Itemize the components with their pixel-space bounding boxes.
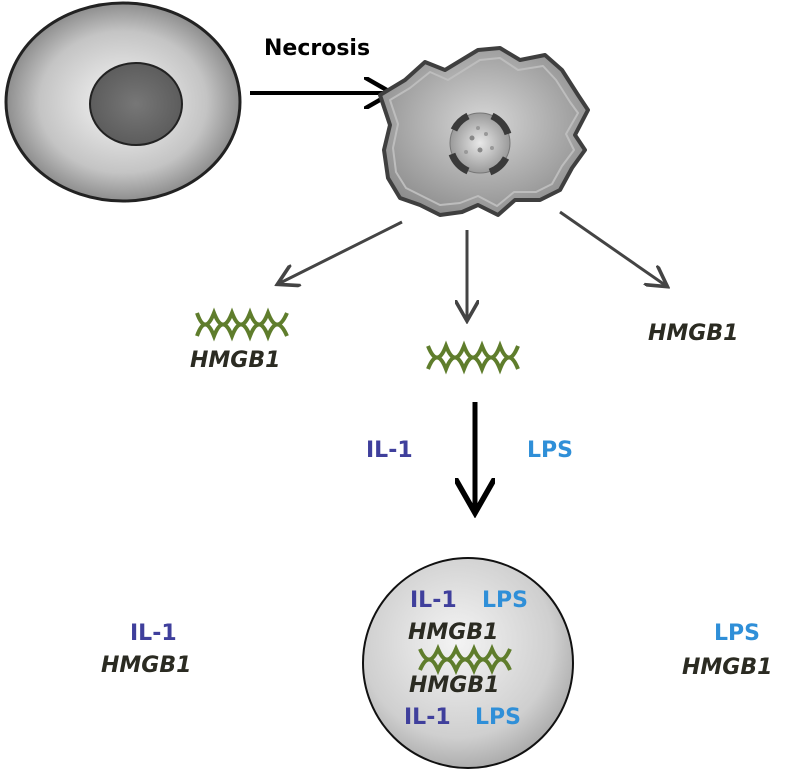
circle-il1-bottom: IL-1	[404, 705, 451, 730]
hmgb1-label-bottom-left: HMGB1	[101, 653, 192, 678]
dna-helix-icon	[418, 643, 512, 676]
il1-label-mid: IL-1	[366, 438, 413, 463]
release-arrow-right	[559, 210, 665, 285]
necrotic-cell-icon	[378, 46, 590, 217]
healthy-cell-icon	[4, 1, 242, 203]
release-arrow-left	[280, 220, 403, 283]
circle-lps-top: LPS	[482, 588, 528, 613]
lps-label-mid: LPS	[527, 438, 573, 463]
circle-hmgb1-lower: HMGB1	[409, 673, 500, 698]
il1-label-bottom-left: IL-1	[130, 621, 177, 646]
circle-il1-top: IL-1	[410, 588, 457, 613]
hmgb1-label-left: HMGB1	[190, 348, 281, 373]
circle-hmgb1-upper: HMGB1	[408, 620, 499, 645]
necrosis-label: Necrosis	[264, 36, 371, 61]
circle-lps-bottom: LPS	[475, 705, 521, 730]
dna-helix-icon	[195, 307, 289, 342]
hmgb1-label-right: HMGB1	[648, 321, 739, 346]
dna-helix-icon	[426, 340, 520, 375]
hmgb1-label-bottom-right: HMGB1	[682, 655, 773, 680]
lps-label-bottom-right: LPS	[714, 621, 760, 646]
